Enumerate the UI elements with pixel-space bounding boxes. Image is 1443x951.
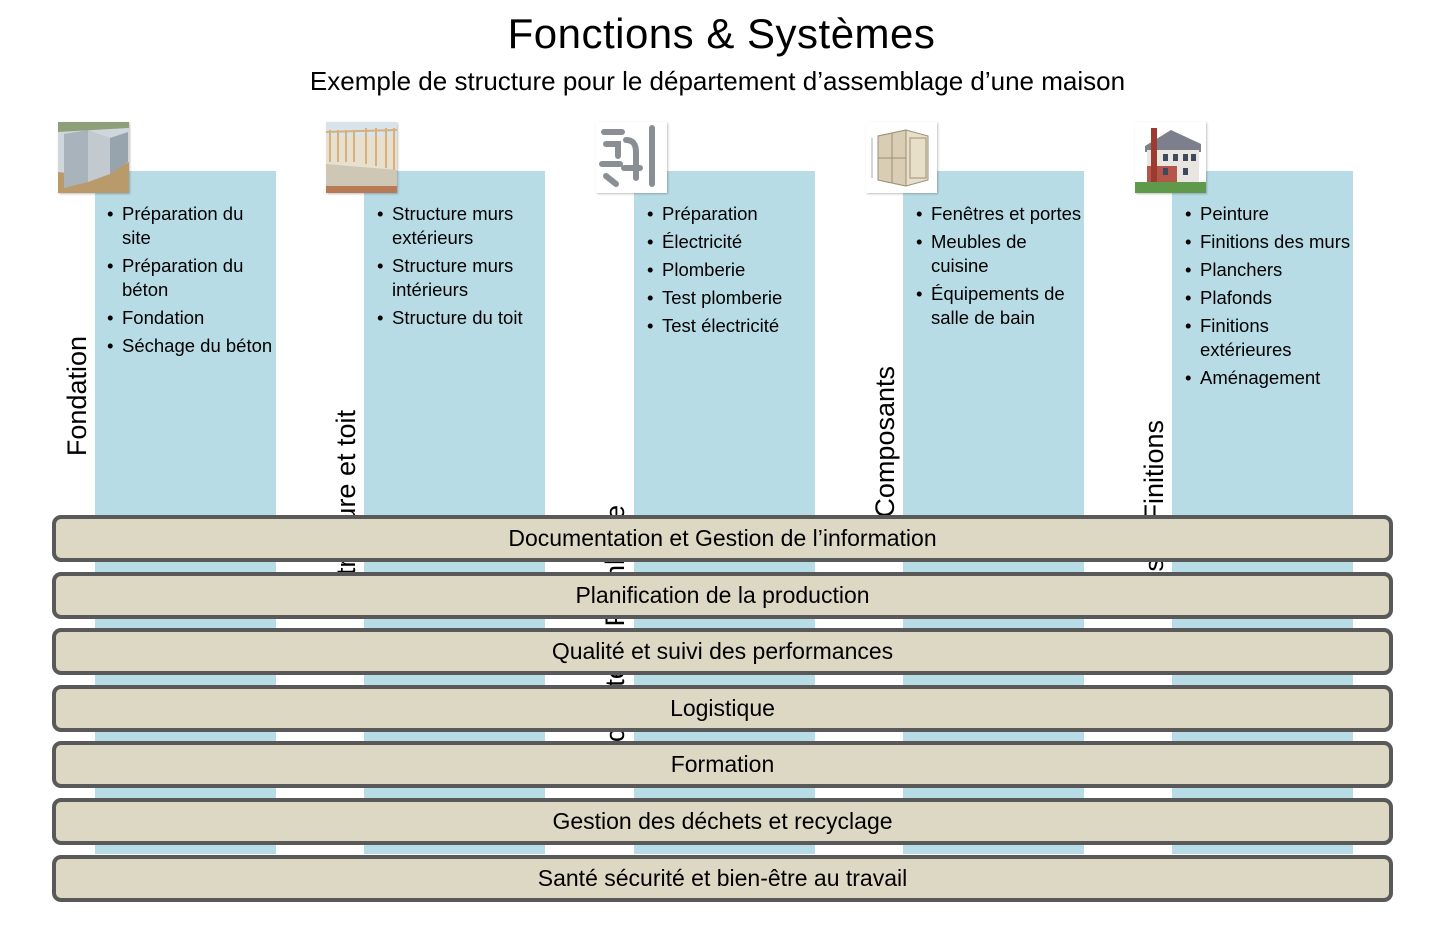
list-item: Finitions extérieures [1185, 314, 1355, 362]
bar-documentation: Documentation et Gestion de l’informatio… [52, 515, 1393, 562]
list-item: Aménagement [1185, 366, 1355, 390]
bar-sante-securite: Santé sécurité et bien-être au travail [52, 855, 1393, 902]
list-item: Structure du toit [377, 306, 547, 330]
column-label: Composants [870, 366, 900, 518]
cabinet-drawing-icon [866, 122, 937, 193]
list-item: Test plomberie [647, 286, 817, 310]
diagram-title: Fonctions & Systèmes [507, 10, 936, 57]
bar-logistique: Logistique [52, 685, 1393, 732]
list-item: Électricité [647, 230, 817, 254]
list-item: Fondation [107, 306, 277, 330]
pipes-photo-icon [596, 122, 667, 193]
list-item: Plomberie [647, 258, 817, 282]
list-item: Structure murs intérieurs [377, 254, 547, 302]
column-items-list: Préparation du site Préparation du béton… [107, 202, 277, 362]
list-item: Peinture [1185, 202, 1355, 226]
column-items-list: Peinture Finitions des murs Planchers Pl… [1185, 202, 1355, 394]
list-item: Équipements de salle de bain [916, 282, 1086, 330]
column-label: Électricité et Plomberie [595, 200, 635, 781]
list-item: Structure murs extérieurs [377, 202, 547, 250]
list-item: Préparation [647, 202, 817, 226]
list-item: Test électricité [647, 314, 817, 338]
column-items-list: Structure murs extérieurs Structure murs… [377, 202, 547, 334]
column-label: Fondation [62, 336, 92, 457]
column-label: Murs et Finitions [1134, 200, 1174, 618]
list-item: Planchers [1185, 258, 1355, 282]
list-item: Séchage du béton [107, 334, 277, 358]
bar-gestion-dechets: Gestion des déchets et recyclage [52, 798, 1393, 845]
bar-qualite: Qualité et suivi des performances [52, 628, 1393, 675]
column-label: Structure et toit [331, 410, 361, 594]
list-item: Meubles de cuisine [916, 230, 1086, 278]
bar-planification: Planification de la production [52, 572, 1393, 619]
column-items-list: Préparation Électricité Plomberie Test p… [647, 202, 817, 342]
wood-frame-photo-icon [326, 122, 397, 193]
house-photo-icon [1135, 122, 1206, 193]
column-electricite-et-plomberie [634, 171, 815, 854]
list-item: Finitions des murs [1185, 230, 1355, 254]
list-item: Fenêtres et portes [916, 202, 1086, 226]
list-item: Plafonds [1185, 286, 1355, 310]
column-items-list: Fenêtres et portes Meubles de cuisine Éq… [916, 202, 1086, 334]
diagram-subtitle: Exemple de structure pour le département… [309, 66, 1126, 96]
list-item: Préparation du béton [107, 254, 277, 302]
foundation-photo-icon [58, 122, 129, 193]
list-item: Préparation du site [107, 202, 277, 250]
column-murs-et-finitions [1172, 171, 1353, 854]
bar-formation: Formation [52, 741, 1393, 788]
